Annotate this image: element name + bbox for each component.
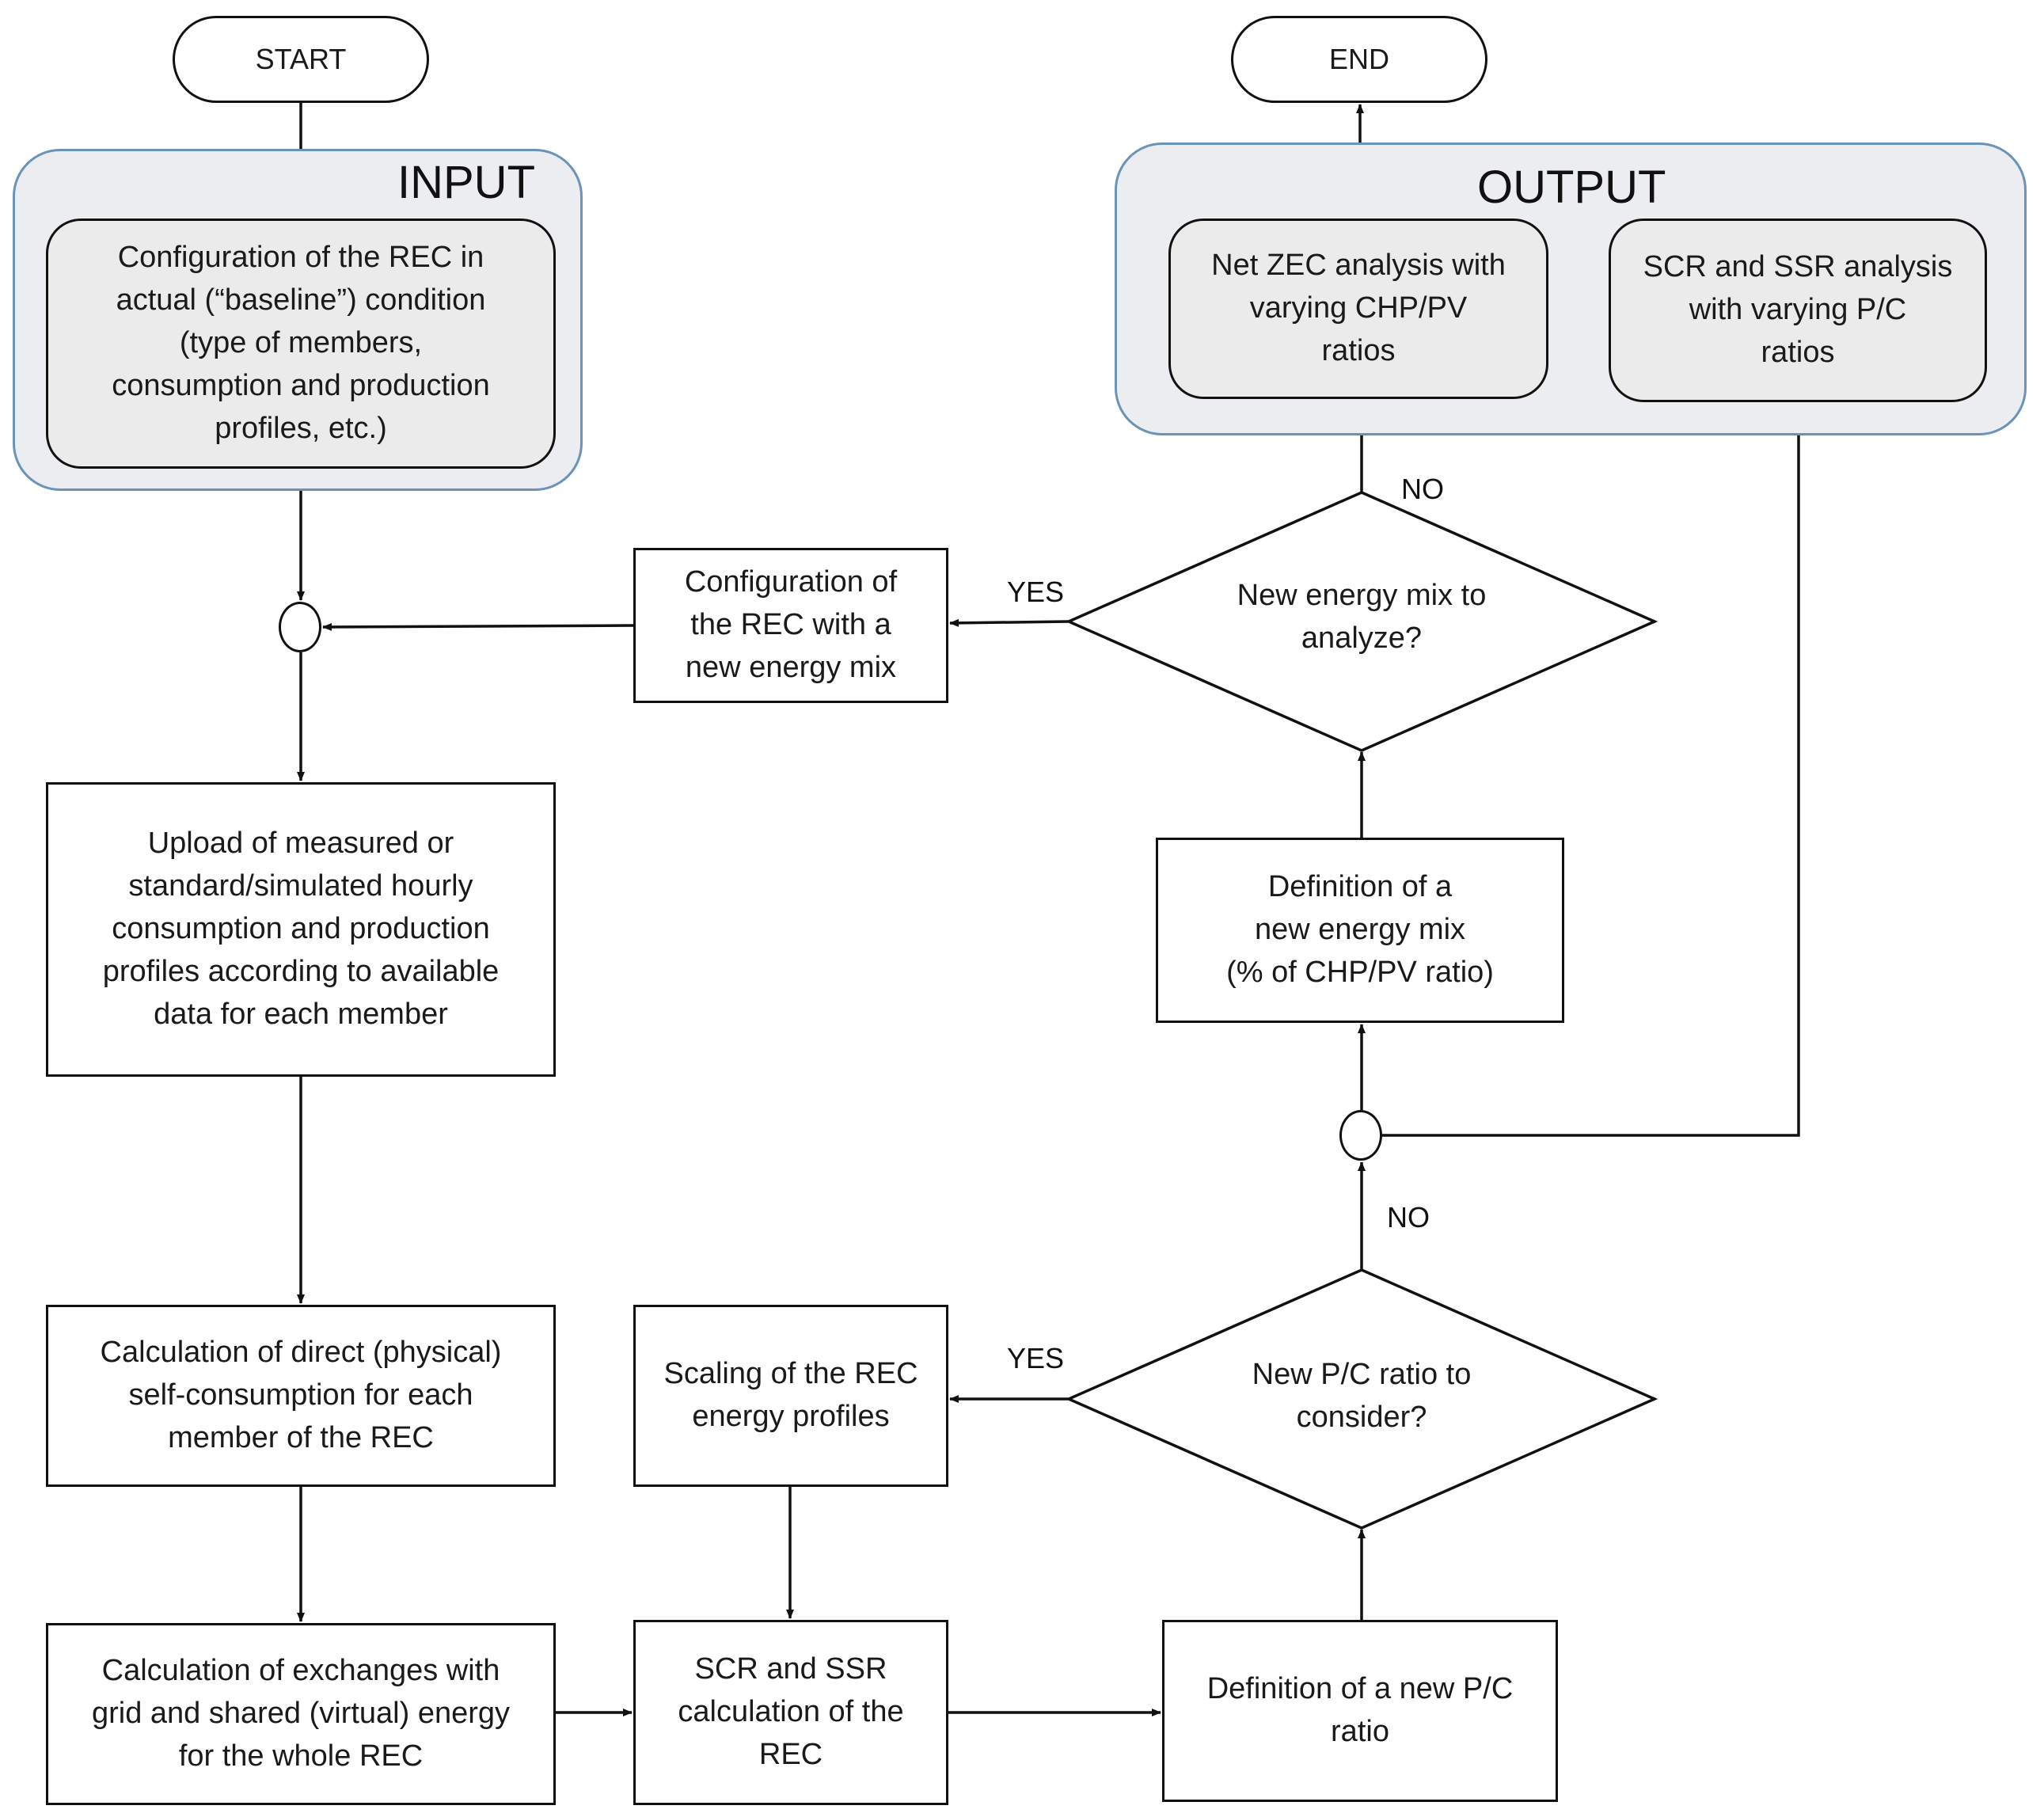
energy-mix-decision-diamond <box>1065 491 1658 752</box>
new-mix-configuration-box: Configuration of the REC with a new ener… <box>633 548 948 703</box>
pc-ratio-decision-text: New P/C ratio to consider? <box>1252 1358 1472 1434</box>
energy-mix-decision-text: New energy mix to analyze? <box>1237 579 1487 655</box>
baseline-configuration-box: Configuration of the REC in actual (“bas… <box>46 219 556 469</box>
pc-ratio-decision-diamond <box>1065 1268 1658 1530</box>
net-zec-analysis-box: Net ZEC analysis with varying CHP/PV rat… <box>1168 219 1548 399</box>
exchanges-calculation-box: Calculation of exchanges with grid and s… <box>46 1623 556 1805</box>
energy-mix-no-label: NO <box>1401 473 1444 505</box>
pc-ratio-no-label: NO <box>1387 1201 1430 1234</box>
upload-profiles-box: Upload of measured or standard/simulated… <box>46 782 556 1077</box>
mix-yes-to-new-mix-arrow <box>949 618 1069 627</box>
pc-ratio-definition-box: Definition of a new P/C ratio <box>1162 1620 1558 1802</box>
merge-junction-left <box>279 602 321 652</box>
scr-ssr-calculation-box: SCR and SSR calculation of the REC <box>633 1620 948 1805</box>
start-terminal: START <box>173 16 429 103</box>
energy-mix-definition-box: Definition of a new energy mix (% of CHP… <box>1156 838 1564 1023</box>
new-mix-to-junction-arrow <box>322 622 634 631</box>
input-group-title: INPUT <box>397 157 535 208</box>
end-terminal: END <box>1231 16 1487 103</box>
pc-ratio-yes-label: YES <box>1007 1342 1065 1374</box>
output-group-title: OUTPUT <box>1477 162 1666 213</box>
energy-mix-yes-label: YES <box>1007 576 1065 608</box>
merge-junction-right <box>1339 1110 1382 1161</box>
scr-ssr-analysis-box: SCR and SSR analysis with varying P/C ra… <box>1609 219 1987 402</box>
junction-to-scr-ssr-analysis-arrow <box>1382 403 1803 1137</box>
scaling-profiles-box: Scaling of the REC energy profiles <box>633 1305 948 1487</box>
direct-self-consumption-box: Calculation of direct (physical) self-co… <box>46 1305 556 1487</box>
